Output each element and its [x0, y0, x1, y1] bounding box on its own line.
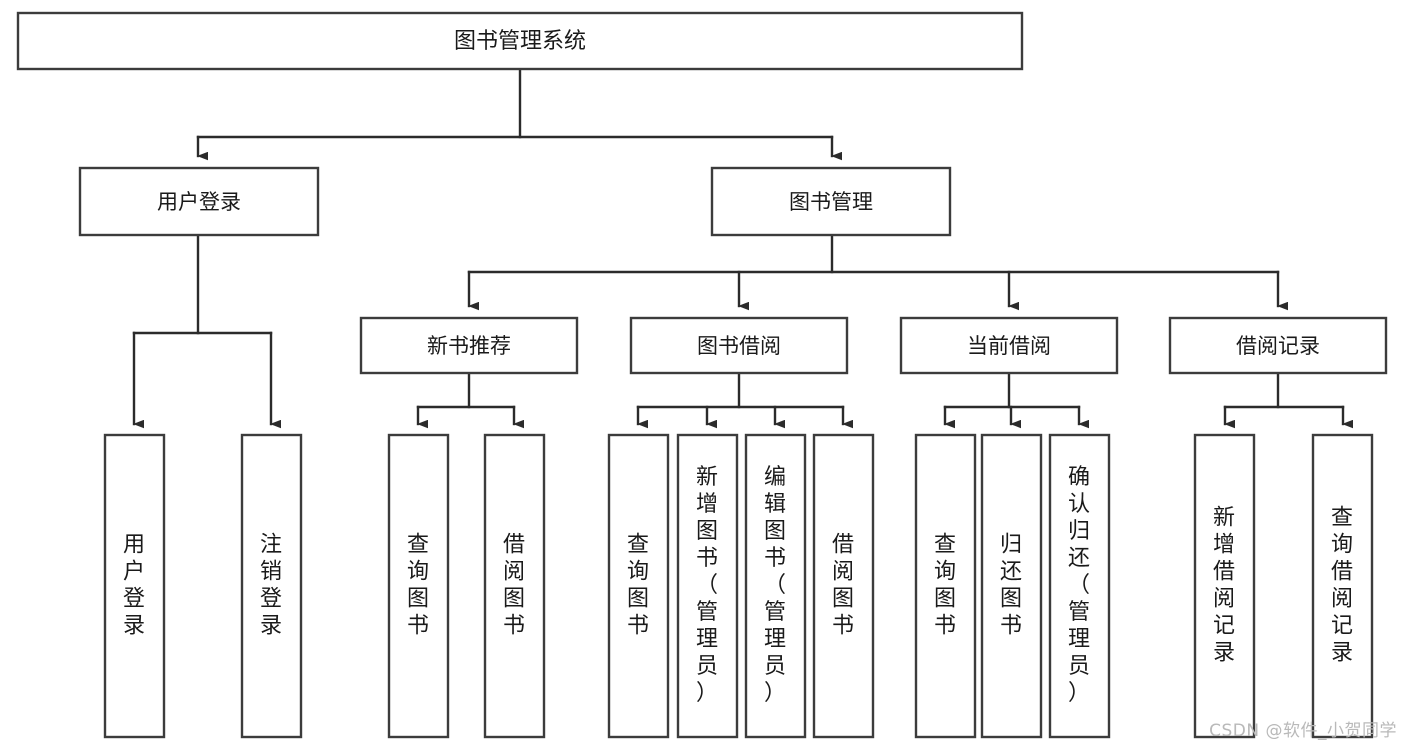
node-leaf-add-book-box[interactable]: [676, 433, 739, 739]
node-leaf-borrow-book-2-label: 借阅图书: [832, 533, 854, 639]
node-user-login-label: 用户登录: [157, 190, 241, 214]
node-leaf-add-record-label: 新增借阅记录: [1213, 506, 1235, 666]
node-user-login[interactable]: 用户登录: [78, 166, 320, 237]
node-leaf-add-book-label: 新增图书（管理员）: [696, 465, 718, 706]
node-leaf-query-book-3-box[interactable]: [914, 433, 977, 739]
node-leaf-query-book-2[interactable]: 查询图书: [607, 433, 670, 739]
node-leaf-borrow-book-1-box[interactable]: [483, 433, 546, 739]
node-leaf-user-login-box[interactable]: [103, 433, 166, 739]
node-borrow-record-label: 借阅记录: [1236, 334, 1320, 358]
node-leaf-confirm-return-label: 确认归还（管理员）: [1068, 465, 1090, 706]
node-leaf-edit-book-label: 编辑图书（管理员）: [764, 465, 786, 706]
node-leaf-query-record-box[interactable]: [1311, 433, 1374, 739]
node-leaf-confirm-return-box[interactable]: [1048, 433, 1111, 739]
node-book-borrow-box[interactable]: [629, 316, 849, 375]
node-borrow-record[interactable]: 借阅记录: [1168, 316, 1388, 375]
node-leaf-query-book-1-label: 查询图书: [407, 533, 429, 639]
node-leaf-query-book-3-label: 查询图书: [934, 533, 956, 639]
node-leaf-borrow-book-2-box[interactable]: [812, 433, 875, 739]
node-leaf-add-record[interactable]: 新增借阅记录: [1193, 433, 1256, 739]
node-user-login-box[interactable]: [78, 166, 320, 237]
node-leaf-add-record-box[interactable]: [1193, 433, 1256, 739]
csdn-watermark: CSDN @软件_小贺同学: [1209, 721, 1397, 741]
node-leaf-query-book-2-label: 查询图书: [627, 533, 649, 639]
node-root-label: 图书管理系统: [454, 29, 586, 54]
node-leaf-user-login-label: 用户登录: [123, 533, 145, 639]
node-leaf-user-login[interactable]: 用户登录: [103, 433, 166, 739]
node-leaf-query-book-1-box[interactable]: [387, 433, 450, 739]
node-leaf-query-record-label: 查询借阅记录: [1331, 506, 1353, 666]
node-book-manage-label: 图书管理: [789, 190, 873, 214]
node-leaf-query-book-3[interactable]: 查询图书: [914, 433, 977, 739]
node-current-borrow[interactable]: 当前借阅: [899, 316, 1119, 375]
node-new-book-recommend[interactable]: 新书推荐: [359, 316, 579, 375]
node-book-manage[interactable]: 图书管理: [710, 166, 952, 237]
node-leaf-add-book[interactable]: 新增图书（管理员）: [676, 433, 739, 739]
node-new-book-recommend-label: 新书推荐: [427, 334, 511, 358]
node-leaf-edit-book-box[interactable]: [744, 433, 807, 739]
edges-group: [132, 67, 1353, 429]
node-new-book-recommend-box[interactable]: [359, 316, 579, 375]
node-leaf-confirm-return[interactable]: 确认归还（管理员）: [1048, 433, 1111, 739]
node-leaf-logout-login[interactable]: 注销登录: [240, 433, 303, 739]
node-root[interactable]: 图书管理系统: [16, 11, 1024, 71]
node-borrow-record-box[interactable]: [1168, 316, 1388, 375]
node-leaf-query-book-2-box[interactable]: [607, 433, 670, 739]
node-book-borrow[interactable]: 图书借阅: [629, 316, 849, 375]
node-current-borrow-label: 当前借阅: [967, 334, 1051, 358]
node-current-borrow-box[interactable]: [899, 316, 1119, 375]
node-leaf-logout-login-box[interactable]: [240, 433, 303, 739]
node-leaf-return-book-label: 归还图书: [1000, 533, 1022, 639]
node-leaf-borrow-book-2[interactable]: 借阅图书: [812, 433, 875, 739]
node-leaf-borrow-book-1[interactable]: 借阅图书: [483, 433, 546, 739]
node-leaf-borrow-book-1-label: 借阅图书: [503, 533, 525, 639]
node-leaf-query-book-1[interactable]: 查询图书: [387, 433, 450, 739]
node-book-manage-box[interactable]: [710, 166, 952, 237]
node-leaf-edit-book[interactable]: 编辑图书（管理员）: [744, 433, 807, 739]
node-leaf-return-book[interactable]: 归还图书: [980, 433, 1043, 739]
node-leaf-return-book-box[interactable]: [980, 433, 1043, 739]
node-leaf-logout-login-label: 注销登录: [260, 533, 282, 639]
node-leaf-query-record[interactable]: 查询借阅记录: [1311, 433, 1374, 739]
node-root-box[interactable]: [16, 11, 1024, 71]
node-book-borrow-label: 图书借阅: [697, 334, 781, 358]
